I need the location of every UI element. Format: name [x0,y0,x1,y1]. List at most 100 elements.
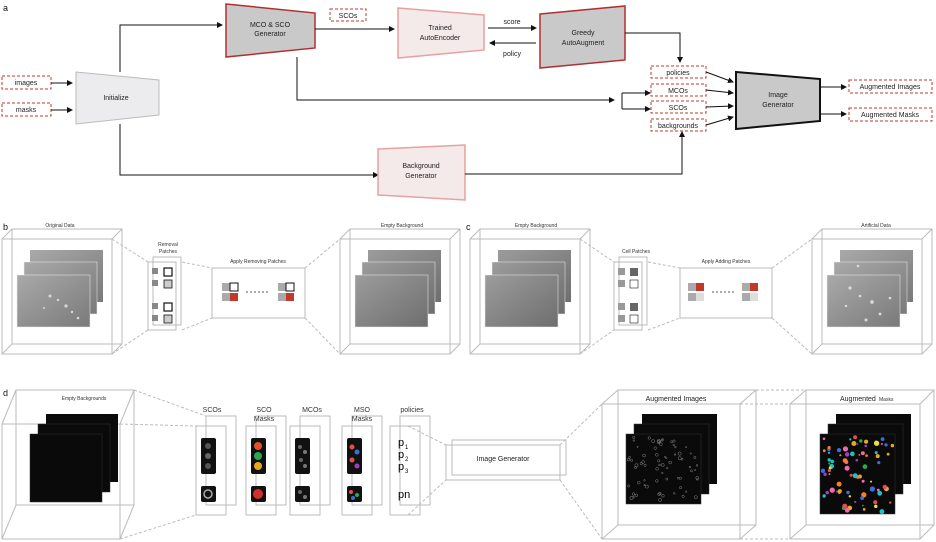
aug-img-cell [658,498,662,502]
aug-img-cell [658,492,662,496]
backgrounds-tag: backgrounds [658,123,699,130]
aug-mask-cell [829,487,835,493]
aug-img-cell [666,467,669,470]
greedy-autoaugment-block [539,5,626,69]
augmented-masks-label: Augmented Masks [861,112,919,119]
aug-img-cell [693,495,698,499]
aug-mask-cell [864,444,868,448]
aug-mask-cell [828,462,831,465]
apply-removing-icons [222,282,295,301]
aug-mask-cell [822,437,826,441]
aug-mask-cell [861,492,867,498]
aug-mask-cell [873,500,878,505]
aug-img-cell [673,453,677,456]
aug-img-cell [632,435,636,439]
mco-sco-generator-line2: Generator [254,31,286,38]
mco-tiles [295,438,310,502]
aug-img-cell [679,486,682,490]
sco-masks-line2: Masks [254,416,275,423]
scos-mid-tag: SCOs [669,105,688,112]
mco-sco-generator-line1: MCO & SCO [250,22,291,29]
aug-mask-cell [858,453,861,456]
empty-bg-c-front [484,274,559,328]
aug-mask-cell [827,446,831,450]
aug-mask-cell [849,473,853,477]
policy-p2: p [398,449,404,461]
aug-img-cell [685,446,688,449]
mid-tags: policies MCOs SCOs backgrounds [650,65,707,132]
aug-mask-cell [827,458,831,462]
aug-img-cell [634,493,638,497]
object-columns [195,415,431,516]
empty-backgrounds-label: Empty Backgrounds [62,396,107,402]
mcos-column-label: MCOs [302,407,322,414]
aug-img-cell [643,484,646,487]
aug-mask-cell [844,452,850,457]
aug-mask-cell [877,460,881,465]
removal-patch-icons [152,267,173,324]
aug-mask-cell [844,507,850,513]
aug-mask-cell [849,438,852,441]
policy-p1: p [398,437,404,449]
greedy-autoaugment-line2: AutoAugment [562,40,604,47]
image-generator-line1: Image [768,92,788,99]
aug-img-cell [672,443,675,447]
aug-img-cell [660,438,664,442]
aug-mask-cell [846,490,850,495]
aug-img-cell [641,460,645,464]
aug-img-cell [661,472,664,474]
aug-mask-cell [855,458,859,462]
aug-img-cell [656,439,661,443]
masks-input-label: masks [16,107,37,114]
aug-img-cell [695,464,699,467]
aug-mask-cell [848,495,852,498]
background-generator-block [377,144,466,201]
aug-img-cell [655,453,659,457]
aug-mask-cell [822,449,826,453]
aug-mask-cell [882,484,887,490]
image-generator-d-label: Image Generator [477,456,531,463]
aug-mask-cell [842,503,848,509]
aug-img-cell [694,469,697,471]
d-connectors [119,389,806,540]
mcos-tag: MCOs [668,88,688,95]
aug-mask-cell [830,459,834,464]
augmented-masks-d-word2: Masks [879,397,894,403]
aug-img-cell [651,439,655,443]
sco-tiles [201,438,216,502]
mso-masks-line2: Masks [352,416,373,423]
aug-mask-cell [860,496,865,501]
aug-img-cell [632,496,635,499]
augmented-masks-d-word1: Augmented [840,396,876,403]
sco-masks-line1: SCO [256,407,272,414]
b-connectors [111,238,341,355]
cell-patch-icons [618,268,639,324]
aug-mask-cell [839,454,842,457]
aug-mask-cell [873,440,880,446]
policy-p1-sub: 1 [405,445,409,451]
aug-mask-cell [884,443,888,447]
aug-img-cell [627,484,630,488]
mco-sco-generator-block [225,3,316,58]
images-input-label: images [15,80,38,87]
aug-img-cell [643,479,646,482]
trained-autoencoder-line2: AutoEncoder [420,35,461,42]
original-data-label: Original Data [45,223,74,229]
background-generator-line1: Background [402,163,439,170]
empty-background-b-label: Empty Background [381,223,423,229]
empty-background-cube-b [339,228,461,355]
aug-img-cell [693,456,697,459]
aug-mask-cell [874,504,878,509]
aug-img-cell [645,484,649,489]
apply-adding-box [679,267,773,319]
removal-patches-box [147,256,182,331]
aug-img-cell [672,439,676,443]
aug-img-cell [639,462,643,466]
artificial-data-cube [811,228,933,355]
policy-p3: p [398,461,404,473]
aug-img-cell [674,446,677,449]
aug-mask-cell [853,435,858,440]
apply-adding-label: Apply Adding Patches [702,259,751,265]
aug-img-cell [655,479,659,483]
augmented-masks-cube [789,389,935,540]
